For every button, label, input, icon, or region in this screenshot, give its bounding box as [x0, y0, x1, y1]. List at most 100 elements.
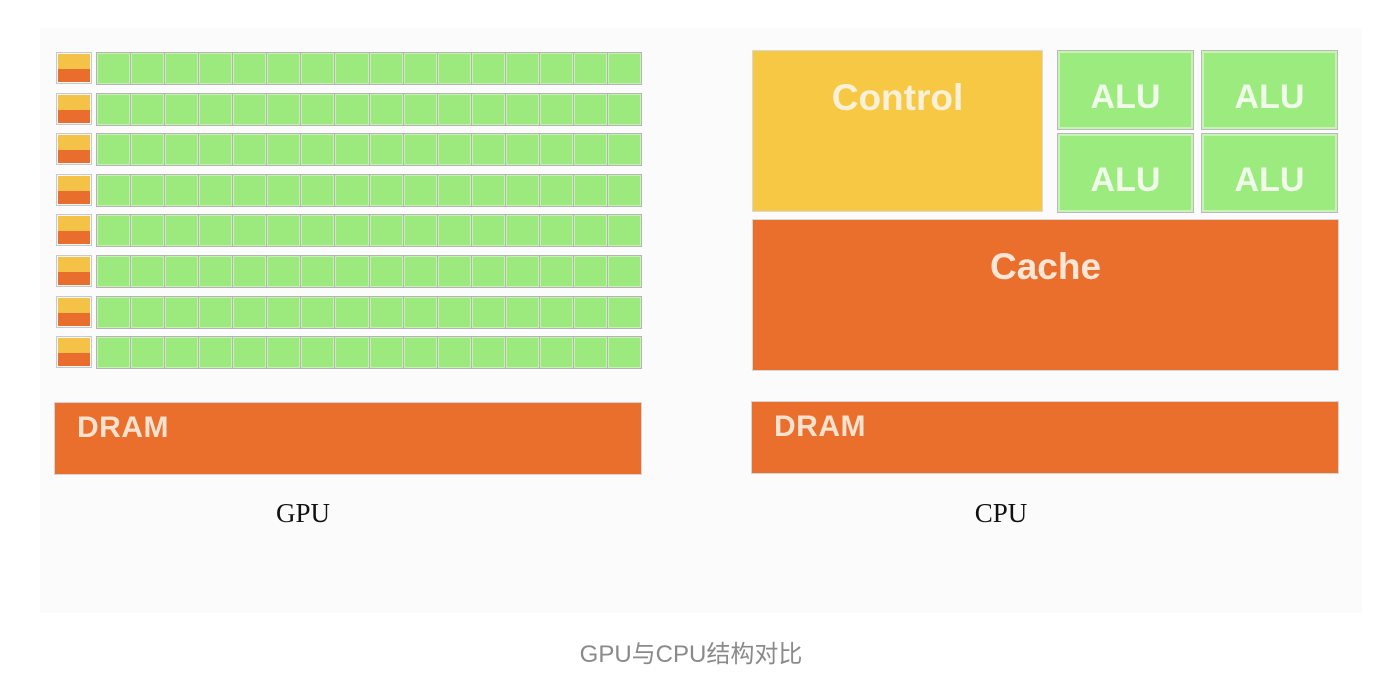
gpu-cache-unit — [58, 272, 90, 285]
gpu-core-array — [54, 50, 642, 374]
gpu-alu-cell — [131, 337, 165, 368]
gpu-alu-cell — [233, 53, 267, 84]
gpu-alu-cell — [539, 256, 573, 287]
gpu-alu-cell — [301, 53, 335, 84]
cpu-dram-block: DRAM — [751, 401, 1339, 474]
gpu-alu-cell — [335, 215, 369, 246]
gpu-alu-cell — [267, 134, 301, 165]
gpu-alu-cell — [369, 94, 403, 125]
gpu-alu-cell — [437, 134, 471, 165]
gpu-cache-unit — [58, 150, 90, 163]
gpu-alu-cell — [607, 297, 641, 328]
gpu-alu-cell — [539, 53, 573, 84]
gpu-alu-cell — [165, 94, 199, 125]
cpu-cache-label: Cache — [989, 246, 1102, 287]
gpu-alu-cell — [97, 175, 131, 206]
gpu-streaming-row — [54, 172, 642, 207]
gpu-streaming-row — [54, 334, 642, 369]
gpu-alu-cell — [471, 215, 505, 246]
gpu-alu-cell — [369, 337, 403, 368]
gpu-cache-unit — [58, 313, 90, 326]
cpu-control-block: Control — [752, 50, 1043, 212]
gpu-caption: GPU — [275, 498, 330, 528]
gpu-alu-cell — [403, 53, 437, 84]
gpu-alu-strip — [96, 52, 642, 85]
gpu-control-cache-unit — [56, 133, 92, 165]
gpu-alu-strip — [96, 255, 642, 288]
gpu-alu-cell — [437, 297, 471, 328]
gpu-alu-strip — [96, 174, 642, 207]
gpu-alu-cell — [233, 297, 267, 328]
cpu-alu-label: ALU — [1090, 78, 1161, 116]
gpu-alu-cell — [505, 297, 539, 328]
gpu-control-unit — [58, 95, 90, 110]
gpu-alu-cell — [233, 94, 267, 125]
gpu-alu-cell — [573, 94, 607, 125]
gpu-alu-cell — [437, 53, 471, 84]
gpu-alu-cell — [165, 256, 199, 287]
gpu-cache-unit — [58, 191, 90, 204]
cpu-alu-block: ALU — [1057, 133, 1194, 213]
gpu-alu-cell — [573, 297, 607, 328]
gpu-alu-cell — [539, 297, 573, 328]
gpu-alu-cell — [607, 175, 641, 206]
gpu-alu-cell — [97, 256, 131, 287]
gpu-alu-cell — [335, 175, 369, 206]
gpu-alu-cell — [335, 337, 369, 368]
gpu-alu-strip — [96, 336, 642, 369]
gpu-alu-cell — [267, 175, 301, 206]
gpu-streaming-row — [54, 131, 642, 166]
gpu-control-cache-unit — [56, 336, 92, 368]
gpu-alu-strip — [96, 93, 642, 126]
gpu-alu-cell — [573, 337, 607, 368]
gpu-alu-cell — [471, 256, 505, 287]
cpu-alu-block: ALU — [1201, 133, 1338, 213]
gpu-alu-cell — [267, 215, 301, 246]
gpu-alu-cell — [301, 297, 335, 328]
gpu-alu-cell — [165, 297, 199, 328]
gpu-alu-cell — [471, 53, 505, 84]
gpu-alu-cell — [437, 175, 471, 206]
gpu-alu-cell — [607, 94, 641, 125]
gpu-control-unit — [58, 176, 90, 191]
gpu-alu-cell — [539, 337, 573, 368]
cpu-alu-label: ALU — [1234, 161, 1305, 199]
gpu-alu-cell — [539, 94, 573, 125]
gpu-alu-cell — [97, 53, 131, 84]
gpu-alu-cell — [199, 215, 233, 246]
gpu-alu-cell — [539, 215, 573, 246]
figure-caption: GPU与CPU结构对比 — [579, 641, 803, 668]
gpu-control-cache-unit — [56, 255, 92, 287]
gpu-alu-cell — [199, 134, 233, 165]
gpu-alu-cell — [267, 337, 301, 368]
gpu-alu-cell — [369, 215, 403, 246]
gpu-alu-cell — [165, 175, 199, 206]
gpu-control-cache-unit — [56, 52, 92, 84]
gpu-cache-unit — [58, 231, 90, 244]
gpu-control-cache-unit — [56, 93, 92, 125]
gpu-alu-cell — [335, 256, 369, 287]
gpu-alu-cell — [335, 53, 369, 84]
gpu-alu-cell — [607, 53, 641, 84]
gpu-alu-cell — [131, 297, 165, 328]
gpu-alu-cell — [403, 297, 437, 328]
gpu-control-unit — [58, 135, 90, 150]
gpu-dram-label: DRAM — [77, 411, 169, 444]
gpu-streaming-row — [54, 50, 642, 85]
gpu-alu-cell — [403, 134, 437, 165]
gpu-alu-cell — [369, 256, 403, 287]
gpu-alu-cell — [131, 134, 165, 165]
cpu-cache-block: Cache — [752, 219, 1339, 371]
gpu-alu-cell — [199, 256, 233, 287]
gpu-alu-cell — [607, 134, 641, 165]
gpu-alu-cell — [573, 256, 607, 287]
gpu-alu-cell — [131, 256, 165, 287]
gpu-alu-cell — [301, 256, 335, 287]
gpu-alu-cell — [335, 94, 369, 125]
gpu-alu-cell — [335, 297, 369, 328]
cpu-dram-label: DRAM — [774, 410, 866, 443]
gpu-alu-cell — [471, 175, 505, 206]
gpu-cache-unit — [58, 69, 90, 82]
gpu-alu-cell — [369, 297, 403, 328]
cpu-alu-label: ALU — [1090, 161, 1161, 199]
